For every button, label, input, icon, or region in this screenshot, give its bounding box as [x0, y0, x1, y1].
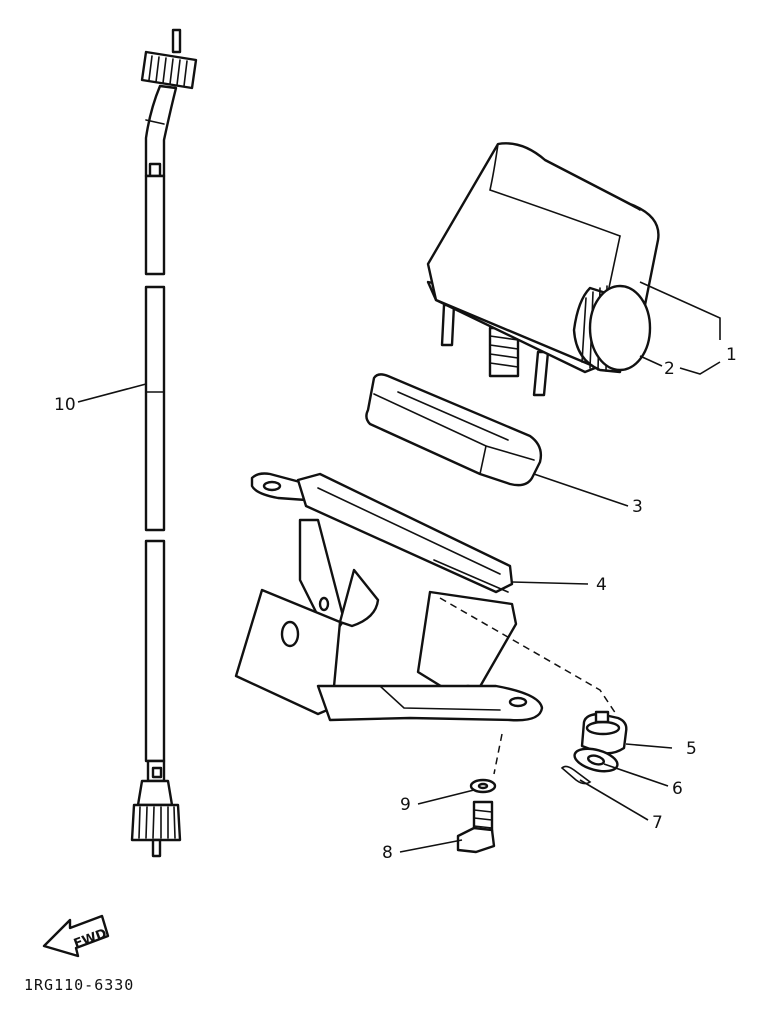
meter-bracket	[234, 472, 544, 722]
meter-assembly	[426, 142, 660, 397]
assembly-guide-lines	[439, 597, 617, 775]
callout-labels: 1 2 3 4 5 6 7 8 9 10	[54, 345, 737, 863]
callout-4: 4	[596, 575, 607, 595]
callout-2: 2	[664, 359, 675, 379]
callout-9: 9	[400, 795, 411, 815]
trip-reset-knob	[572, 284, 652, 374]
bolt	[456, 800, 496, 854]
callout-5: 5	[686, 739, 697, 759]
callout-8: 8	[382, 843, 393, 863]
forward-direction-arrow: FWD	[42, 914, 110, 958]
callout-3: 3	[632, 497, 643, 517]
callout-1: 1	[726, 345, 737, 365]
diagram-code: 1RG110-6330	[24, 976, 134, 994]
leader-lines	[77, 281, 721, 853]
callout-7: 7	[652, 813, 663, 833]
callout-10: 10	[54, 395, 76, 415]
grommet	[580, 710, 628, 755]
clip	[560, 765, 592, 785]
callout-6: 6	[672, 779, 683, 799]
speedometer-cable-assembly	[130, 28, 198, 858]
meter-cushion	[365, 373, 543, 487]
lock-washer	[469, 778, 497, 794]
